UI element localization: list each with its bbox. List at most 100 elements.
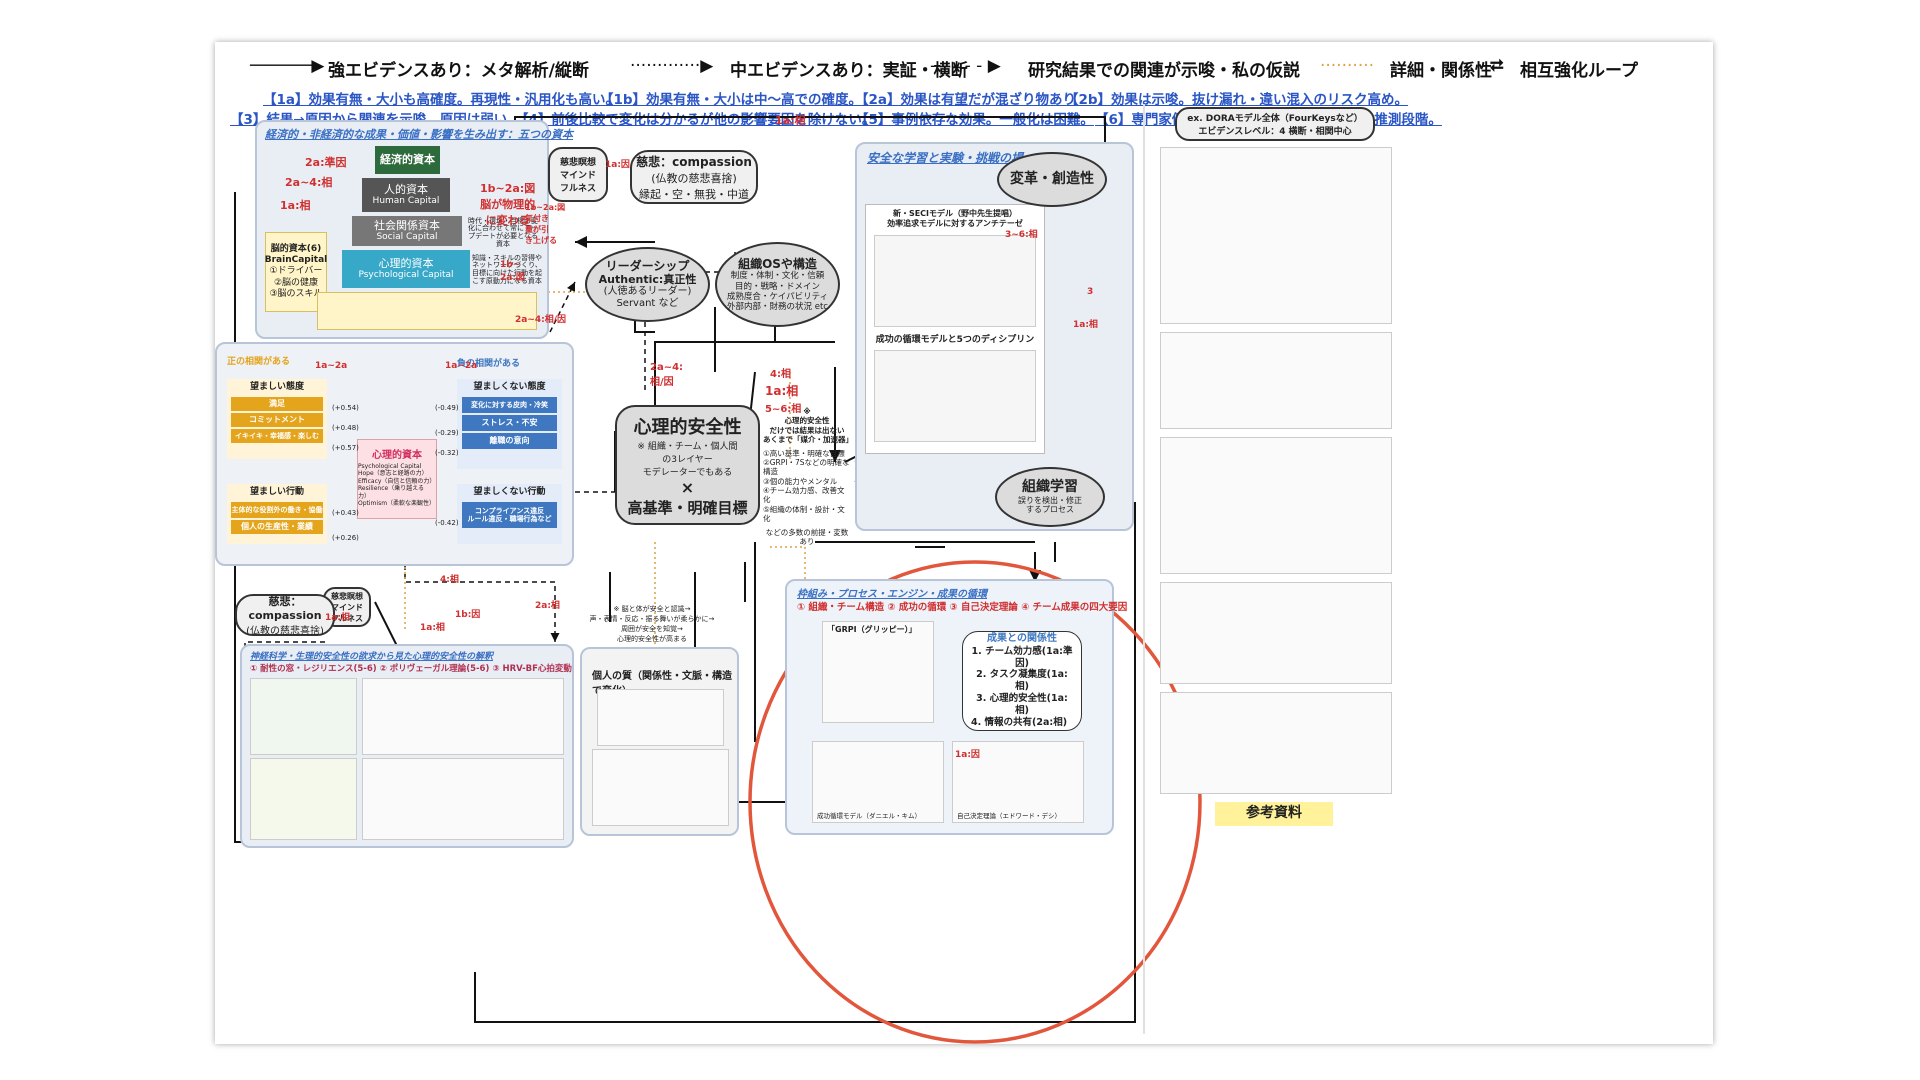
behavior-pos-item: 主体的な役割外の働き・協働 — [231, 502, 323, 519]
legend-detail-line: ·········· — [1320, 56, 1375, 76]
sdt-figure: 自己決定理論（エドワード・デシ） — [952, 741, 1084, 823]
attitude-pos-title: 望ましい態度 — [249, 382, 304, 392]
cycle-title: 成功の循環モデルと5つのディシプリン — [875, 335, 1035, 345]
human-capital-label: 人的資本 — [384, 182, 428, 196]
social-capital-sub: Social Capital — [376, 232, 438, 243]
capital-note-network: 知識・スキルの習得やネットワークづくり、目標に向けた行動を起こす原動力になる資本 — [472, 253, 542, 285]
leadership-line3: Servant など — [616, 298, 679, 310]
label-1a-compassion: 1a:相 — [325, 613, 350, 623]
people-figure — [592, 749, 729, 826]
legend-detail: 詳細・関係性 — [1390, 61, 1492, 81]
reference-figure-2 — [1160, 332, 1392, 429]
success-cycle-caption: 成功循環モデル（ダニエル・キム） — [817, 812, 921, 820]
resilience-wave-figure — [250, 758, 357, 840]
individual-note: ※ 脳と体が安全と認識→ 声・表情・反応・振る舞いが柔らかに→ 周囲が安全を知覚… — [589, 605, 715, 643]
seci-title: 新・SECIモデル（野中先生提唱） 効率追求モデルに対するアンチテーゼ — [887, 209, 1023, 228]
pos-corr-title: 正の相関がある — [227, 357, 291, 367]
center-note-tail: などの多数の前提・変数あり — [765, 527, 849, 546]
meditation-top: 慈悲瞑想 マインド フルネス — [548, 147, 608, 202]
org-learning-node: 組織学習 誤りを検出・修正 するプロセス — [995, 467, 1105, 527]
reference-figure-3 — [1160, 437, 1392, 574]
evidence-2b: 【2b】効果は示唆。抜け漏れ・違い混入のリスク高め。 — [1065, 92, 1409, 108]
behavior-pos-item: 個人の生産性・業績 — [231, 520, 323, 535]
label-awareness: 1b~2a:図 気付き 量が引 き上げる — [525, 203, 566, 245]
behavior-pos-group: 望ましい行動 主体的な役割外の働き・協働 個人の生産性・業績 — [227, 484, 327, 544]
psych-capital-sub: Psychological Capital — [358, 270, 454, 281]
diagram-sheet: ──────▶ 強エビデンスあり：メタ解析/縦断 ·············▶ … — [215, 42, 1713, 1044]
human-capital-sub: Human Capital — [372, 196, 440, 207]
evidence-1b: 【1b】効果有無・大小は中〜高での確度。 — [600, 92, 863, 108]
label-1b2a: 1b~ 2a:図 — [500, 260, 525, 283]
compassion-top-line2: 縁起・空・無我・中道 — [639, 187, 749, 201]
legend-loop: 相互強化ループ — [1520, 61, 1638, 81]
neg-corr-title: 負の相関がある — [457, 359, 521, 369]
label-2a-quasi: 2a:準因 — [305, 156, 347, 169]
label-36: 3~6:相 — [1005, 230, 1038, 240]
polyvagal-figure — [362, 678, 564, 755]
neuro-panel: 神経科学・生理的安全性の欲求から見た心理的安全性の解釈 ① 耐性の窓・レジリエン… — [240, 644, 574, 848]
center-goal: 高基準・明確目標 — [627, 498, 748, 517]
attitude-pos-item: 満足 — [231, 397, 323, 412]
leadership-node: リーダーシップ Authentic:真正性 (人徳あるリーダー) Servant… — [585, 247, 710, 322]
relation-item: 2. タスク凝集度(1a:相) — [976, 669, 1068, 693]
relation-box: 成果との関係性 1. チーム効力感(1a:準因) 2. タスク凝集度(1a:相)… — [962, 631, 1082, 731]
sdt-caption: 自己決定理論（エドワード・デシ） — [957, 812, 1061, 820]
compassion-top-line1: (仏教の慈悲喜捨) — [651, 171, 737, 185]
attitude-neg-item: ストレス・不安 — [462, 415, 557, 432]
attitude-pos-group: 望ましい態度 満足 コミットメント イキイキ・幸福感・楽しむ — [227, 379, 327, 459]
success-cycle-figure: 成功循環モデル（ダニエル・キム） — [812, 741, 944, 823]
label-1a-cause: 1a:因 — [605, 160, 630, 170]
safe-learning-title: 安全な学習と実験・挑戦の場 — [867, 151, 1024, 165]
corr-pos-2: (+0.48) — [332, 424, 359, 432]
social-capital: 社会関係資本 Social Capital — [352, 216, 462, 246]
relation-item: 4. 情報の共有(2a:相) — [971, 716, 1068, 728]
human-capital: 人的資本 Human Capital — [362, 178, 450, 212]
social-capital-label: 社会関係資本 — [374, 218, 440, 232]
corr-pos-3: (+0.57) — [332, 444, 359, 452]
relation-item: 3. 心理的安全性(1a:相) — [976, 693, 1068, 717]
corr-neg-3: (-0.32) — [435, 449, 459, 457]
compassion-top: 慈悲：compassion (仏教の慈悲喜捨) 縁起・空・無我・中道 — [630, 150, 758, 204]
center-note-items: ①高い基準・明確な目標 ②GRPI・7Sなどの明確な構造 ③個の能力やメンタル … — [763, 448, 850, 524]
label-2a4-mixed: 2a~4:相/因 — [515, 315, 567, 325]
legend-hypothesis: 研究結果での関連が示唆・私の仮説 — [1028, 61, 1300, 81]
label-top-1a: 1a:相 — [775, 114, 806, 127]
relation-title: 成果との関係性 — [987, 633, 1057, 645]
label-3: 3 — [1087, 287, 1094, 297]
legend-strong-arrow: ──────▶ — [250, 56, 325, 76]
change-creativity-node: 変革・創造性 — [997, 152, 1107, 207]
compassion-top-title: 慈悲：compassion — [636, 154, 752, 169]
label-1b-cause: 1b:因 — [455, 610, 481, 620]
reference-figure-5 — [1160, 692, 1392, 794]
org-os-body: 制度・体制・文化・信頼 目的・戦略・ドメイン 成熟度合・ケイパビリティ 外部内部… — [726, 271, 829, 312]
leadership-line1: Authentic:真正性 — [598, 273, 697, 287]
center-sub2: の3レイヤー — [662, 454, 713, 465]
compassion-bottom: 慈悲：compassion (仏教の慈悲喜捨) — [235, 594, 335, 637]
compassion-bottom-line1: (仏教の慈悲喜捨) — [246, 626, 324, 637]
label-2a4-center: 2a~4: 相/因 — [650, 362, 684, 388]
window-of-tolerance-figure — [250, 678, 357, 755]
label-1a-lower: 1a:相 — [420, 623, 445, 633]
attitude-neg-group: 望ましくない態度 変化に対する皮肉・冷笑 ストレス・不安 離職の意向 — [457, 379, 562, 469]
label-1a-brain: 1a:相 — [280, 199, 311, 212]
evidence-2a: 【2a】効果は有望だが混ざり物あり — [855, 92, 1077, 108]
legend-medium: 中エビデンスあり：実証・横断 — [730, 61, 968, 81]
label-2a4: 2a~4:相 — [285, 176, 333, 189]
loop-icon: ⮂ — [1490, 56, 1504, 76]
framework-panel-items: ① 組織・チーム構造 ② 成功の循環 ③ 自己決定理論 ④ チーム成果の四大要因 — [797, 602, 1128, 613]
behavior-neg-group: 望ましくない行動 コンプライアンス違反 ルール違反・職場行為など — [457, 484, 562, 544]
corr-neg-4: (-0.42) — [435, 519, 459, 527]
org-learning-title: 組織学習 — [1022, 479, 1078, 495]
reference-figure-4 — [1160, 582, 1392, 684]
brain-capital: 脳的資本(6) BrainCapital ①ドライバー ②脳の健康 ③脳のスキル — [265, 232, 327, 312]
hrv-figure — [362, 758, 564, 840]
neuro-panel-title: 神経科学・生理的安全性の欲求から見た心理的安全性の解釈 — [250, 652, 494, 662]
label-1a-learning: 1a:相 — [1073, 320, 1098, 330]
capital-panel-title: 経済的・非経済的な成果・価値・影響を生み出す：五つの資本 — [265, 128, 573, 141]
corr-neg-2: (-0.29) — [435, 429, 459, 437]
neuro-panel-items: ① 耐性の窓・レジリエンス(5-6) ② ポリヴェーガル理論(5-6) ③ HR… — [250, 664, 572, 674]
reference-figure-1 — [1160, 147, 1392, 324]
psych-capital-label: 心理的資本 — [378, 256, 434, 270]
label-4-lower: 4:相 — [440, 575, 459, 585]
evidence-1a: 【1a】効果有無・大小も高確度。再現性・汎用化も高い。 — [263, 92, 620, 108]
